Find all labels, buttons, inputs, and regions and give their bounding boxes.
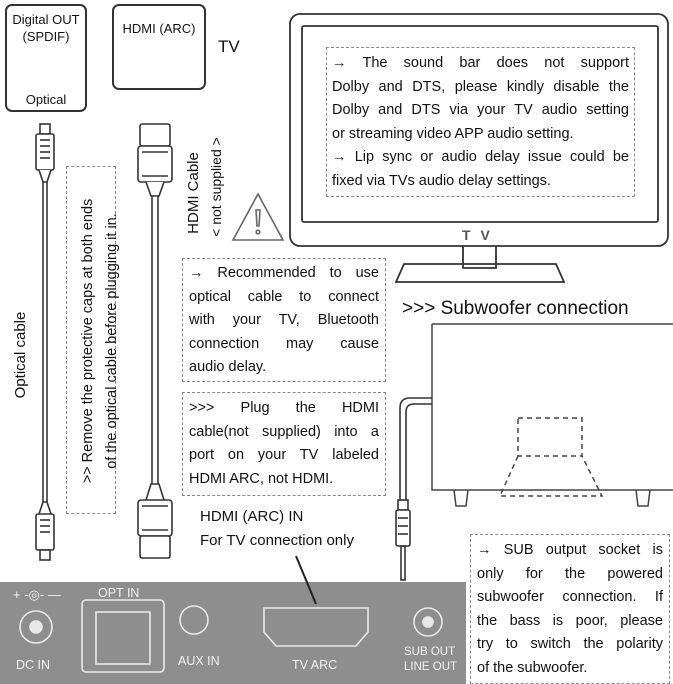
tv-illustration [289, 13, 669, 283]
tv-note-line: fixed via TVs audio delay settings. [332, 172, 551, 189]
tv-screen-logo: T V [462, 227, 493, 243]
hdmi-in-sublabel: For TV connection only [200, 532, 354, 549]
hdmi-cable [137, 123, 173, 559]
digital-out-label: Digital OUT [12, 12, 80, 27]
tv-arc-label: TV ARC [292, 658, 338, 672]
plug-hdmi-note: >>> Plug the HDMI cable(not supplied) in… [182, 392, 386, 496]
subwoofer-illustration [431, 323, 673, 507]
opt-in-label: OPT IN [98, 586, 140, 600]
hdmi-in-label: HDMI (ARC) IN [200, 508, 304, 525]
subwoofer-cable [395, 397, 432, 581]
plug-line: cable(not supplied) into a [189, 423, 379, 440]
hdmi-not-supplied-label: < not supplied > [208, 137, 224, 237]
sub-note-line: only for the powered [477, 565, 663, 582]
optical-caps-note-line2: of the optical cable before plugging it … [104, 213, 120, 469]
line-out-label: LINE OUT [404, 661, 458, 673]
hdmi-port-box: HDMI (ARC) [112, 4, 206, 90]
recommend-line: optical cable to connect [189, 288, 379, 305]
sub-out-label: SUB OUT [404, 646, 456, 658]
spdif-text: (SPDIF) [22, 29, 70, 44]
optical-cable [35, 123, 55, 561]
optical-caps-note-line1: >> Remove the protective caps at both en… [80, 198, 96, 484]
recommend-line: connection may cause [189, 335, 379, 352]
tv-port-label: TV [218, 37, 240, 56]
optical-cable-label: Optical cable [12, 311, 29, 399]
recommend-line: with your TV, Bluetooth [189, 312, 379, 328]
hdmi-cable-label: HDMI Cable [185, 152, 202, 234]
hdmi-arc-port-label: HDMI (ARC) [122, 21, 196, 36]
aux-in-label: AUX IN [178, 654, 220, 668]
sub-note-line: try to switch the polarity [477, 636, 663, 652]
recommend-line: → Recommended to use [189, 265, 379, 281]
power-polarity-symbol: + -◎- — [13, 587, 61, 602]
subwoofer-title: >>> Subwoofer connection [402, 298, 629, 319]
dc-in-label: DC IN [16, 658, 51, 672]
recommend-line: audio delay. [189, 359, 267, 375]
plug-line: HDMI ARC, not HDMI. [189, 470, 334, 487]
sub-output-note: → SUB output socket is only for the powe… [470, 534, 670, 684]
sub-note-line: of the subwoofer. [477, 659, 588, 676]
tv-note-line: or streaming video APP audio setting. [332, 125, 574, 142]
optical-port-box: Digital OUT Optical [5, 4, 87, 112]
sub-note-line: → SUB output socket is [477, 542, 663, 558]
tv-note-line: Dolby and DTS, please kindly disable the [332, 78, 629, 95]
plug-line: port on your TV labeled [189, 447, 379, 463]
optical-port-label: Optical [25, 92, 67, 107]
tv-note-line: → Lip sync or audio delay issue could be [332, 149, 629, 165]
optical-caps-note [66, 166, 116, 514]
recommend-optical-note: → Recommended to use optical cable to co… [182, 258, 386, 382]
sub-note-line: subwoofer connection. If [477, 589, 663, 605]
rear-panel [0, 555, 466, 684]
tv-note-line: Dolby and DTS via your TV audio setting [332, 102, 629, 118]
warning-icon [231, 192, 285, 241]
plug-line: >>> Plug the HDMI [189, 400, 379, 416]
tv-note-line: → The sound bar does not support [332, 55, 629, 71]
tv-audio-note: → The sound bar does not support Dolby a… [326, 47, 635, 197]
sub-note-line: the bass is poor, please [477, 612, 663, 629]
